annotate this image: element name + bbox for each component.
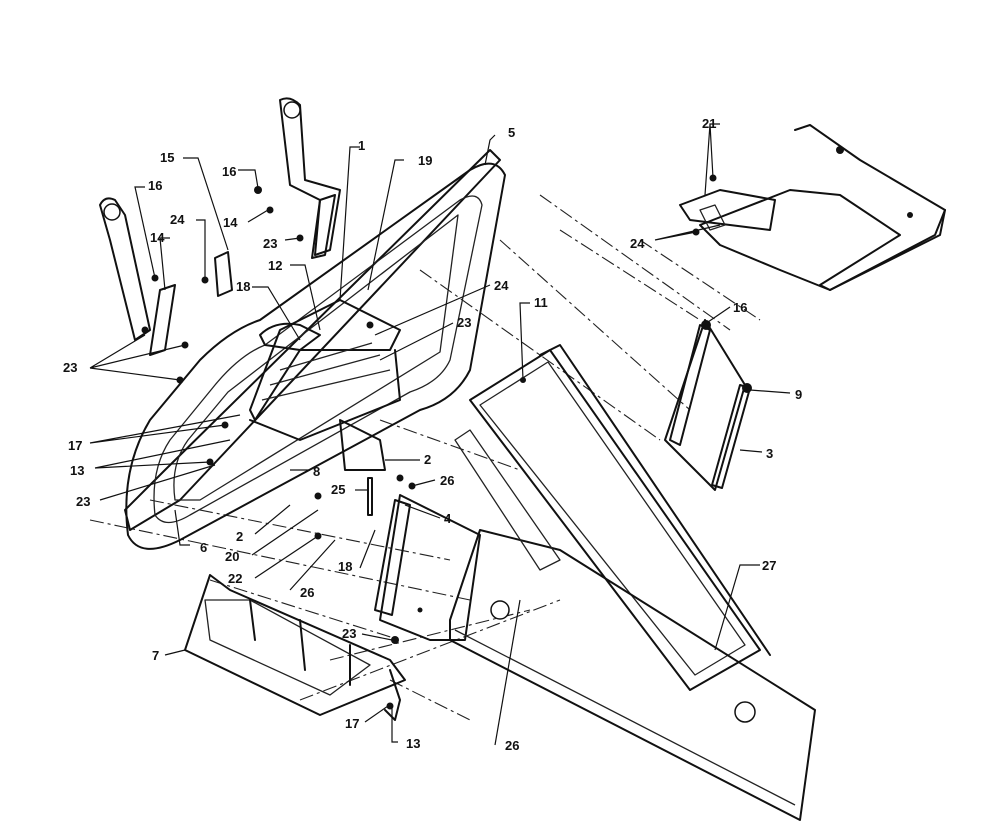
seat-cradle <box>249 299 401 471</box>
callout-16: 16 <box>222 164 236 179</box>
bracket-15 <box>214 251 233 297</box>
callout-2: 2 <box>236 529 243 544</box>
callout-23: 23 <box>457 315 471 330</box>
callout-16: 16 <box>733 300 747 315</box>
callouts: 1 19 5 15 16 16 14 14 24 23 12 18 24 23 … <box>63 116 802 753</box>
callout-14: 14 <box>223 215 238 230</box>
callout-23: 23 <box>342 626 356 641</box>
callout-17: 17 <box>345 716 359 731</box>
callout-23: 23 <box>263 236 277 251</box>
center-panel <box>374 494 481 641</box>
callout-4: 4 <box>444 511 452 526</box>
callout-2: 2 <box>424 452 431 467</box>
callout-23: 23 <box>76 494 90 509</box>
callout-9: 9 <box>795 387 802 402</box>
callout-13: 13 <box>406 736 420 751</box>
callout-11: 11 <box>534 295 548 310</box>
callout-14: 14 <box>150 230 165 245</box>
leader-lines <box>89 123 791 746</box>
top-right-rail <box>679 124 946 291</box>
callout-26: 26 <box>505 738 519 753</box>
callout-27: 27 <box>762 558 776 573</box>
callout-26: 26 <box>440 473 454 488</box>
callout-7: 7 <box>152 648 159 663</box>
callout-24: 24 <box>170 212 185 227</box>
callout-6: 6 <box>200 540 207 555</box>
callout-24: 24 <box>494 278 509 293</box>
seat-pan-frame <box>124 149 506 550</box>
right-flap <box>664 319 752 491</box>
callout-24: 24 <box>630 236 645 251</box>
callout-25: 25 <box>331 482 345 497</box>
callout-18: 18 <box>236 279 250 294</box>
callout-20: 20 <box>225 549 239 564</box>
callout-3: 3 <box>766 446 773 461</box>
callout-17: 17 <box>68 438 82 453</box>
callout-18: 18 <box>338 559 352 574</box>
callout-26: 26 <box>300 585 314 600</box>
callout-13: 13 <box>70 463 84 478</box>
callout-23: 23 <box>63 360 77 375</box>
callout-8: 8 <box>313 464 320 479</box>
callout-5: 5 <box>508 125 515 140</box>
callout-15: 15 <box>160 150 174 165</box>
callout-21: 21 <box>702 116 716 131</box>
left-brackets <box>99 97 341 356</box>
front-pan <box>184 574 406 721</box>
callout-12: 12 <box>268 258 282 273</box>
callout-22: 22 <box>228 571 242 586</box>
hopper-side <box>449 344 816 821</box>
callout-16: 16 <box>148 178 162 193</box>
callout-1: 1 <box>358 138 365 153</box>
callout-19: 19 <box>418 153 432 168</box>
